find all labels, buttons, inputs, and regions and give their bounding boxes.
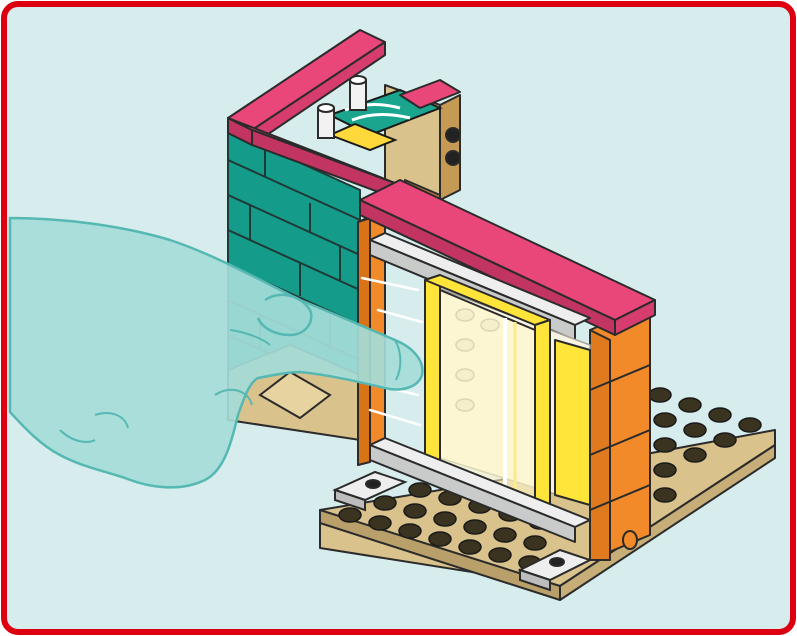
orange-wall-right <box>590 305 650 560</box>
